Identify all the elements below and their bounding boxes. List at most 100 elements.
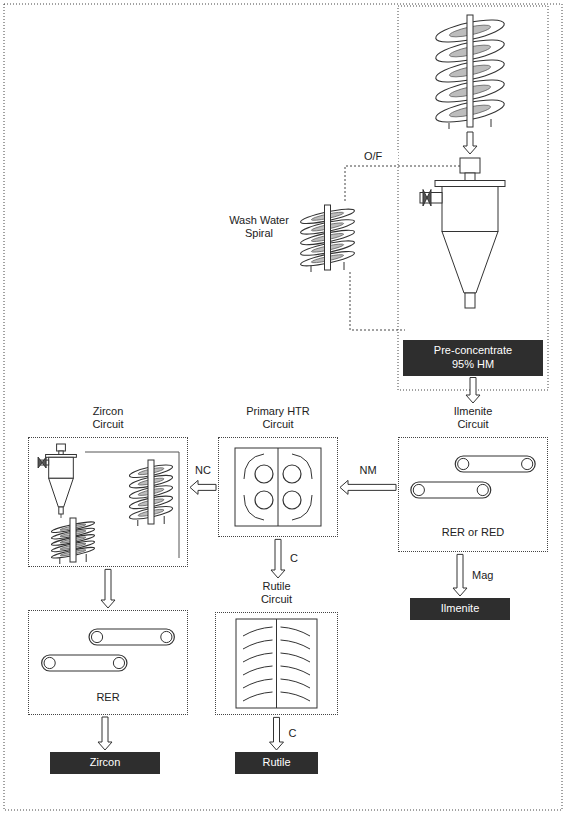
spiral-symbol xyxy=(434,15,506,129)
product-box: Ilmenite xyxy=(410,598,510,620)
return-line xyxy=(350,272,405,330)
flow-arrow xyxy=(466,378,480,404)
equipment-art xyxy=(219,438,337,536)
belt-roll xyxy=(113,657,124,668)
product-box: Rutile xyxy=(235,752,318,774)
plate-vane xyxy=(292,495,312,520)
product-name: Rutile xyxy=(241,756,312,770)
circuit-box: Ilmenite CircuitRER or RED xyxy=(398,405,548,552)
plate-vane xyxy=(243,640,310,649)
plate-vane xyxy=(243,692,310,701)
belt xyxy=(411,482,491,498)
spiral-legs xyxy=(449,119,491,129)
plate xyxy=(236,619,317,708)
belt-symbol xyxy=(411,482,491,498)
spiral-column xyxy=(325,205,331,270)
circuit-frame xyxy=(28,437,188,567)
belt-roll xyxy=(522,459,533,470)
circuit-box: Primary HTR Circuit xyxy=(218,405,338,537)
circuit-box: Zircon Circuit xyxy=(28,405,188,567)
cyclone-cone xyxy=(442,232,498,294)
spiral-symbol xyxy=(51,518,95,564)
stream-label: NM xyxy=(358,464,379,477)
circuit-frame xyxy=(215,612,338,715)
cyclone-valve xyxy=(423,190,431,207)
cyclone-spigot xyxy=(465,293,475,308)
spiral-legs xyxy=(311,262,344,272)
flow-arrow xyxy=(270,717,284,750)
stream-label: Mag xyxy=(470,569,495,582)
plate-roll xyxy=(283,491,301,509)
cyclone-cone xyxy=(49,479,74,508)
cyclone-valve xyxy=(38,457,46,468)
belt xyxy=(89,629,174,645)
cyclone-overflow xyxy=(465,173,475,181)
belt-roll xyxy=(458,459,469,470)
belt xyxy=(42,655,127,671)
cyclone-motor xyxy=(460,158,480,173)
plate-vane xyxy=(243,653,310,662)
equipment-art xyxy=(29,438,187,566)
belt-roll xyxy=(91,631,102,642)
circuit-frame xyxy=(218,437,338,537)
belt-symbol xyxy=(42,655,127,671)
separator-label: RER xyxy=(29,691,187,704)
circuit-frame: RER or RED xyxy=(398,437,548,552)
circuit-title: Rutile Circuit xyxy=(249,580,304,606)
cyclone-body xyxy=(442,187,498,232)
cyclone-body xyxy=(49,458,74,479)
plate-vane xyxy=(244,495,264,520)
circuit-title: Ilmenite Circuit xyxy=(446,405,501,431)
plate-split xyxy=(278,448,279,526)
belt xyxy=(455,456,535,472)
product-box: Zircon xyxy=(50,752,160,774)
pipe-line xyxy=(61,514,62,518)
spiral-symbol xyxy=(129,460,174,526)
plate-roll xyxy=(255,491,273,509)
flow-arrow xyxy=(271,539,285,578)
page-border xyxy=(4,4,562,810)
flow-arrow xyxy=(98,717,112,750)
plate-separator xyxy=(236,619,317,708)
belt-symbol xyxy=(89,629,174,645)
belt-roll xyxy=(161,631,172,642)
belt-symbol xyxy=(455,456,535,472)
belt-roll xyxy=(413,485,424,496)
cyclone-symbol xyxy=(420,158,505,308)
plate-vane xyxy=(292,454,312,479)
stream-label: C xyxy=(288,552,300,565)
pipe-line xyxy=(85,452,179,558)
cyclone-motor xyxy=(57,444,66,451)
plate-roll xyxy=(283,465,301,483)
spiral-legs xyxy=(60,554,86,564)
separator-label: RER or RED xyxy=(399,526,547,539)
spiral-symbol xyxy=(300,205,356,272)
plate-vane xyxy=(243,627,310,636)
plate-vane xyxy=(243,666,310,675)
flow-arrow xyxy=(340,480,396,494)
belt-roll xyxy=(44,657,55,668)
circuit-box: Rutile Circuit xyxy=(215,580,338,715)
spiral-column xyxy=(148,460,154,524)
circuit-box: RER xyxy=(28,610,188,715)
flow-arrow xyxy=(190,480,216,494)
stream-label: C xyxy=(287,727,299,740)
spiral-column xyxy=(70,518,76,562)
flow-arrow xyxy=(453,554,467,596)
cyclone-symbol xyxy=(38,444,76,514)
cyclone-plate xyxy=(435,181,505,187)
circuit-frame: RER xyxy=(28,610,188,715)
plate xyxy=(235,448,321,526)
plate-separator xyxy=(235,448,321,526)
plate-split xyxy=(276,619,277,708)
spiral-column xyxy=(467,15,473,127)
flow-arrow xyxy=(101,569,115,608)
spiral-legs xyxy=(138,516,164,526)
plate-vane xyxy=(243,679,310,688)
belt-roll xyxy=(477,485,488,496)
flow-arrow xyxy=(463,132,477,154)
product-box: Pre-concentrate 95% HM xyxy=(403,340,543,376)
unit-label: Wash Water Spiral xyxy=(222,214,296,240)
